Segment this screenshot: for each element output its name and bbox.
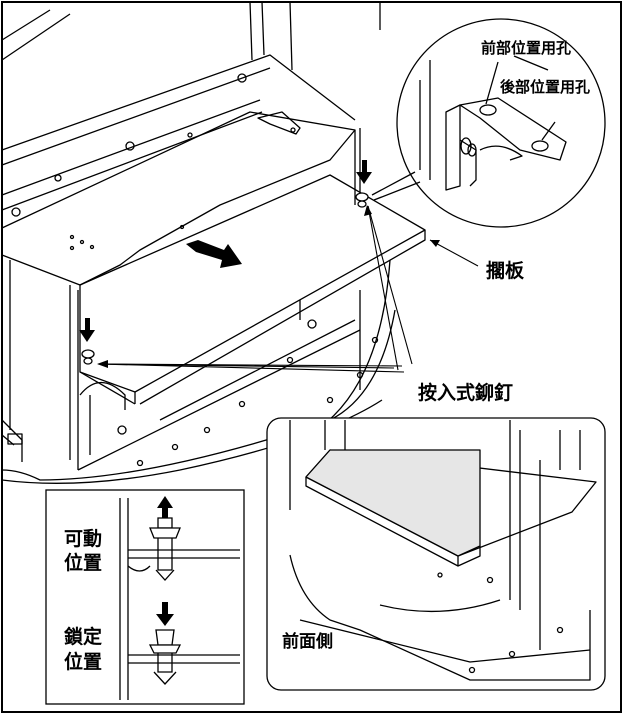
rivet-state-legend [45, 489, 245, 705]
movable-label-line1: 可動 [64, 528, 103, 550]
front-position-hole-label: 前部位置用孔 [481, 39, 572, 57]
bracket-callout [371, 18, 606, 228]
front-side-label: 前面側 [282, 632, 333, 652]
rear-position-hole-label: 後部位置用孔 [500, 78, 591, 96]
push-rivet-label: 按入式鉚釘 [418, 382, 514, 404]
cabinet-drawing [1, 1, 426, 484]
rivet-front-mark [81, 192, 369, 365]
locked-label-line1: 鎖定 [64, 626, 103, 648]
locked-label-line2: 位置 [64, 651, 103, 673]
arrow-down-icon [79, 160, 372, 342]
leader-lines [97, 205, 479, 373]
shelf-label: 擱板 [486, 260, 525, 282]
leader-arrowheads [97, 205, 440, 368]
movable-label-line2: 位置 [64, 552, 103, 574]
arrow-right-icon [186, 240, 242, 268]
arrow-up-icon [157, 496, 173, 518]
front-detail-inset [266, 417, 606, 691]
arrow-down-icon [156, 602, 174, 626]
